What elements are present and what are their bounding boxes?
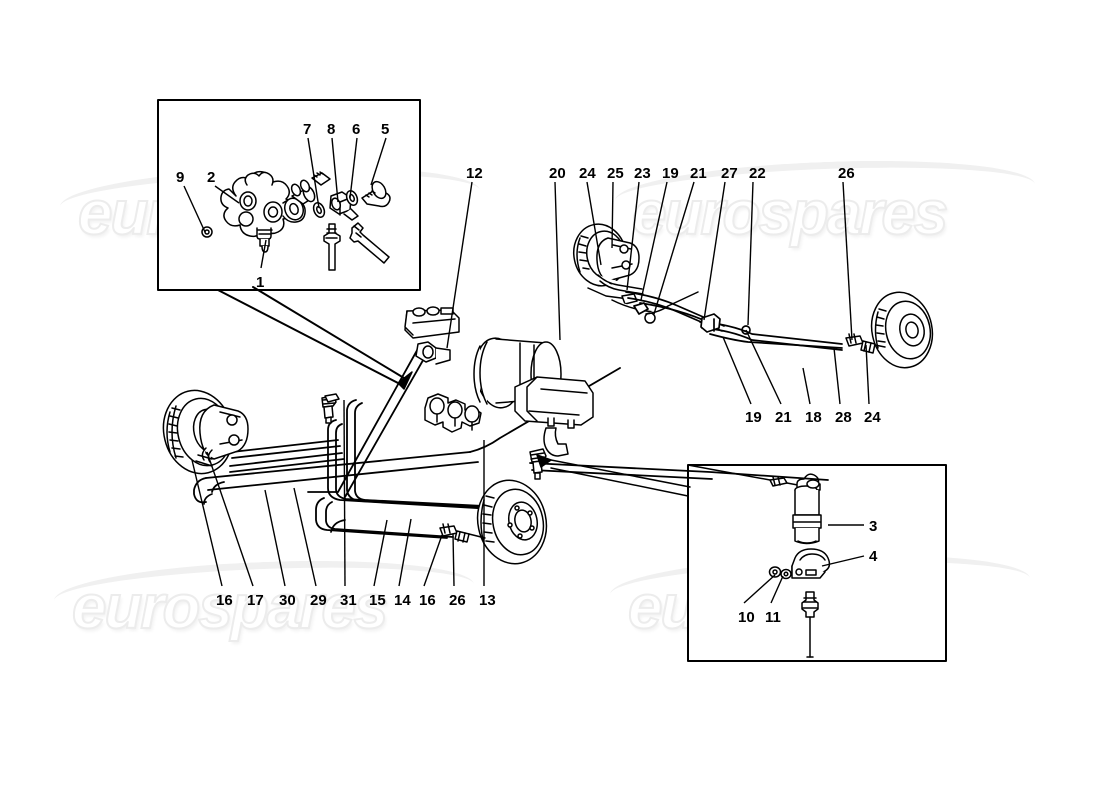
callout-number-19: 19 (745, 409, 762, 426)
callout-number-6: 6 (352, 121, 361, 138)
callout-number-21: 21 (775, 409, 792, 426)
junction-block-left (415, 341, 451, 365)
callout-number-24: 24 (864, 409, 881, 426)
leader-line-19 (640, 181, 668, 301)
leader-line-15 (373, 519, 388, 587)
brake-line-network (193, 344, 829, 539)
hose-clamp (791, 548, 831, 579)
callout-number-27: 27 (721, 165, 738, 182)
pressure-valve-assembly (220, 170, 316, 253)
callout-number-20: 20 (549, 165, 566, 182)
callout-number-1: 1 (256, 274, 265, 291)
callout-number-21: 21 (690, 165, 707, 182)
leader-line-17 (206, 451, 254, 587)
leader-line-24 (865, 344, 870, 405)
leader-line-26 (452, 533, 455, 587)
callout-number-30: 30 (279, 592, 296, 609)
leader-line-7 (307, 137, 320, 209)
callout-number-3: 3 (869, 518, 878, 535)
callout-number-16: 16 (216, 592, 233, 609)
callout-number-11: 11 (765, 609, 781, 626)
callout-number-26: 26 (449, 592, 466, 609)
leader-line-31 (343, 399, 346, 587)
callout-number-25: 25 (607, 165, 624, 182)
callout-number-22: 22 (749, 165, 766, 182)
leader-line-22 (747, 181, 754, 326)
leader-line-5 (370, 137, 387, 186)
inset-pointer-arrow (217, 286, 413, 390)
leader-line-14 (398, 518, 412, 587)
leader-line-28 (833, 347, 841, 405)
leader-line-2 (214, 185, 240, 204)
leader-line-1 (260, 239, 267, 269)
leader-line-18 (802, 367, 811, 405)
brake-disc-front-left (162, 389, 249, 475)
leader-line-26 (842, 181, 853, 341)
callout-number-18: 18 (805, 409, 822, 426)
leader-line-25 (611, 181, 614, 249)
callout-number-24: 24 (579, 165, 596, 182)
leader-line-24 (586, 181, 602, 266)
leader-line-8 (331, 137, 339, 203)
callout-number-26: 26 (838, 165, 855, 182)
leader-line-20 (554, 181, 561, 341)
leader-line-19 (722, 336, 752, 405)
leader-line-16 (423, 534, 443, 587)
leader-line-6 (349, 137, 358, 199)
fluid-reservoir (792, 473, 822, 545)
callout-number-17: 17 (247, 592, 264, 609)
callout-number-12: 12 (466, 165, 483, 182)
callout-number-31: 31 (340, 592, 357, 609)
brake-disc-front-right (439, 479, 548, 565)
callout-number-14: 14 (394, 592, 411, 609)
callout-number-28: 28 (835, 409, 852, 426)
callout-number-29: 29 (310, 592, 327, 609)
callout-number-13: 13 (479, 592, 496, 609)
leader-line-21 (653, 181, 695, 315)
bleed-screw-upper (324, 393, 340, 403)
callout-number-4: 4 (869, 548, 878, 565)
leader-line-11 (770, 575, 784, 604)
callout-number-23: 23 (634, 165, 651, 182)
brake-disc-rear-right (845, 291, 934, 369)
leader-line-16 (191, 459, 223, 587)
brake-distributor-block (424, 393, 482, 433)
callout-number-5: 5 (381, 121, 390, 138)
rear-brake-lines (625, 291, 843, 351)
callout-number-9: 9 (176, 169, 185, 186)
callout-number-2: 2 (207, 169, 216, 186)
leader-line-30 (264, 489, 286, 587)
lower-rail-bundle (203, 493, 346, 533)
leader-line-29 (293, 487, 317, 587)
inset-screw (801, 591, 819, 658)
leader-line-12 (446, 181, 473, 349)
master-cylinder-reservoir (404, 306, 460, 339)
leader-line-27 (703, 181, 726, 321)
callout-number-15: 15 (369, 592, 386, 609)
pressure-switch-right (529, 448, 691, 497)
leader-line-4 (821, 555, 865, 567)
master-cylinder (514, 376, 594, 457)
leader-line-23 (626, 181, 640, 291)
callout-number-10: 10 (738, 609, 755, 626)
callout-number-19: 19 (662, 165, 679, 182)
leader-line-21 (745, 329, 782, 405)
callout-number-16: 16 (419, 592, 436, 609)
callout-number-7: 7 (303, 121, 312, 138)
leader-line-9 (183, 185, 206, 233)
leader-line-10 (743, 574, 776, 604)
callout-number-8: 8 (327, 121, 336, 138)
